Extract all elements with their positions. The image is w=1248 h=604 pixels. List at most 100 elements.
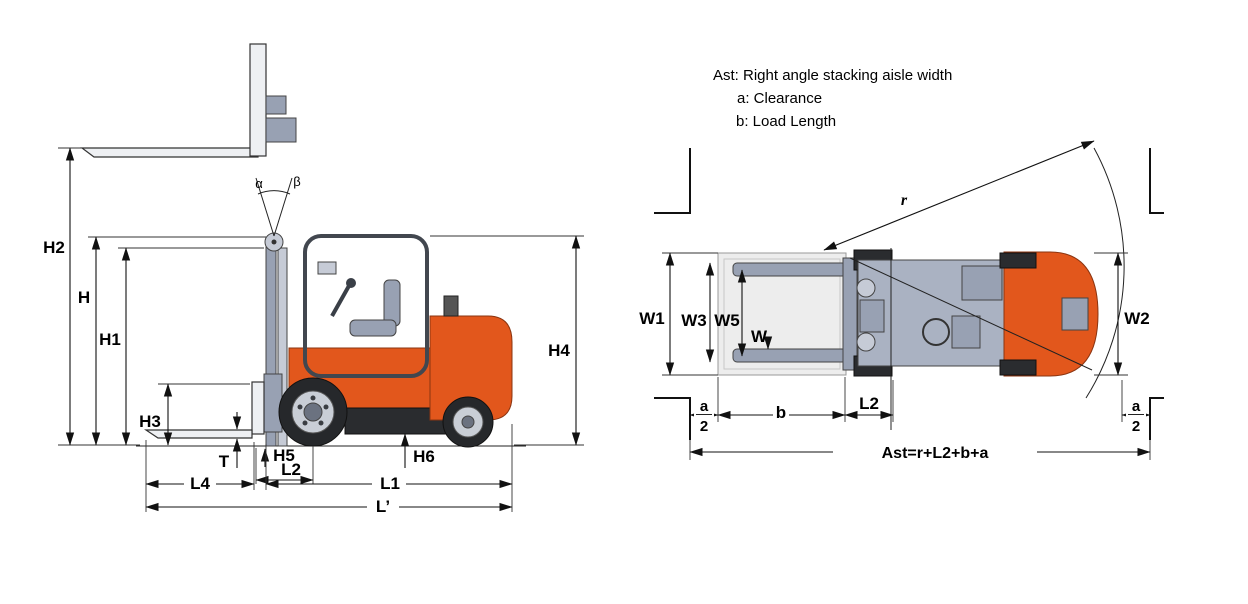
top-view-dimensions: r W1 W3 W5 W <box>639 140 1151 462</box>
carriage-plate <box>842 257 858 371</box>
h6-dimension: H6 <box>400 433 435 468</box>
label-beta: β <box>293 174 300 189</box>
counterweight-side <box>429 315 513 421</box>
raised-fork-blade <box>80 147 259 158</box>
seat-cushion <box>349 319 397 337</box>
legend-a: a: Clearance <box>737 90 822 107</box>
counterweight-slot <box>1061 297 1089 331</box>
a-half-right-dimension: a 2 <box>1121 397 1151 435</box>
air-cleaner <box>443 295 459 317</box>
side-view-dimensions: H2 H H1 H3 <box>43 147 584 516</box>
counterweight-top-view <box>1003 251 1099 377</box>
steering-wheel <box>346 278 356 288</box>
label-t: T <box>219 452 230 471</box>
lower-fork <box>144 373 283 439</box>
legend-b: b: Load Length <box>736 113 836 130</box>
h4-dimension: H4 <box>430 235 584 446</box>
h1-dimension: H1 <box>99 247 264 446</box>
wall-top-right <box>1149 148 1164 214</box>
mast-inner-rail <box>277 247 288 447</box>
label-w1: W1 <box>639 309 665 328</box>
engine-top-view <box>961 265 1003 301</box>
steering-column <box>330 283 352 317</box>
top-view-forklift <box>732 147 1125 430</box>
seat-back <box>383 279 401 327</box>
side-view-forklift <box>80 43 526 448</box>
mast-pulley-hub <box>271 239 277 245</box>
cab-interior <box>317 261 401 337</box>
aisle-walls <box>654 148 1164 440</box>
side-view: H2 H H1 H3 <box>43 43 584 516</box>
label-l2-side: L2 <box>281 460 301 479</box>
label-h: H <box>78 288 90 307</box>
load-inner <box>723 258 841 370</box>
l-prime-dimension: L’ <box>145 497 513 516</box>
label-w: W <box>751 327 768 346</box>
l1-dimension: L1 <box>265 424 513 512</box>
w1-dimension: W1 <box>639 252 718 376</box>
b-dimension: b <box>717 403 846 422</box>
label-l4: L4 <box>190 474 210 493</box>
label-w5: W5 <box>714 311 740 330</box>
label-a-left-num: a <box>700 398 709 415</box>
ast-formula-dimension: Ast=r+L2+b+a <box>689 443 1151 462</box>
seat-top-view <box>951 315 981 349</box>
label-alpha: α <box>255 176 263 191</box>
label-b: b <box>776 403 786 422</box>
a-half-left-dimension: a 2 <box>689 397 719 435</box>
carriage-block-lower <box>265 117 297 143</box>
h-dimension: H <box>78 236 266 446</box>
label-l2-top: L2 <box>859 394 879 413</box>
label-a-right-den: 2 <box>1132 418 1140 435</box>
h3-dimension: H3 <box>139 383 250 446</box>
label-h5: H5 <box>273 446 295 465</box>
l4-dimension: L4 <box>145 440 255 512</box>
label-h1: H1 <box>99 330 121 349</box>
label-r: r <box>901 192 908 209</box>
steering-wheel-top-view <box>922 318 950 346</box>
tilt-cylinder-top <box>856 278 876 298</box>
w5-dimension: W5 <box>714 269 747 357</box>
overhead-guard <box>303 234 429 378</box>
front-wheel <box>278 377 348 447</box>
wall-top-left <box>654 148 691 214</box>
top-view: Ast: Right angle stacking aisle width a:… <box>639 67 1164 462</box>
label-h2: H2 <box>43 238 65 257</box>
tilt-angle-lines <box>255 177 293 237</box>
label-l-prime: L’ <box>376 497 390 516</box>
legend-ast: Ast: Right angle stacking aisle width <box>713 67 952 84</box>
w-dimension: W <box>751 327 773 350</box>
lower-carriage <box>263 373 283 433</box>
mast <box>264 232 288 447</box>
label-w2: W2 <box>1124 309 1150 328</box>
label-l1: L1 <box>380 474 400 493</box>
lower-fork-blade <box>144 429 253 439</box>
carriage-block-upper <box>265 95 287 115</box>
wall-bottom-left <box>654 397 691 440</box>
wall-bottom-right <box>1149 397 1164 440</box>
diagonal-reference-line <box>849 257 1093 371</box>
raised-fork-carriage <box>80 43 297 158</box>
lower-fork-shank <box>251 381 265 435</box>
label-h4: H4 <box>548 341 570 360</box>
mast-top-view <box>859 299 885 333</box>
label-h6: H6 <box>413 447 435 466</box>
h5-dimension: H5 <box>260 446 295 467</box>
w3-dimension: W3 <box>681 262 715 363</box>
t-dimension: T <box>219 412 242 471</box>
rear-wheel-top <box>999 252 1037 269</box>
label-w3: W3 <box>681 311 707 330</box>
dash-panel <box>317 261 337 275</box>
tilt-cylinder-bottom <box>856 332 876 352</box>
label-h3: H3 <box>139 412 161 431</box>
r-dimension: r <box>823 140 1095 251</box>
fork-bottom <box>732 348 848 363</box>
label-a-right-num: a <box>1132 398 1141 415</box>
raised-fork-backrest <box>249 43 267 157</box>
rear-wheel-bottom <box>999 359 1037 376</box>
legend: Ast: Right angle stacking aisle width a:… <box>713 67 952 130</box>
fork-top <box>732 262 848 277</box>
w2-dimension: W2 <box>1094 252 1150 376</box>
turning-arc <box>1085 147 1125 399</box>
